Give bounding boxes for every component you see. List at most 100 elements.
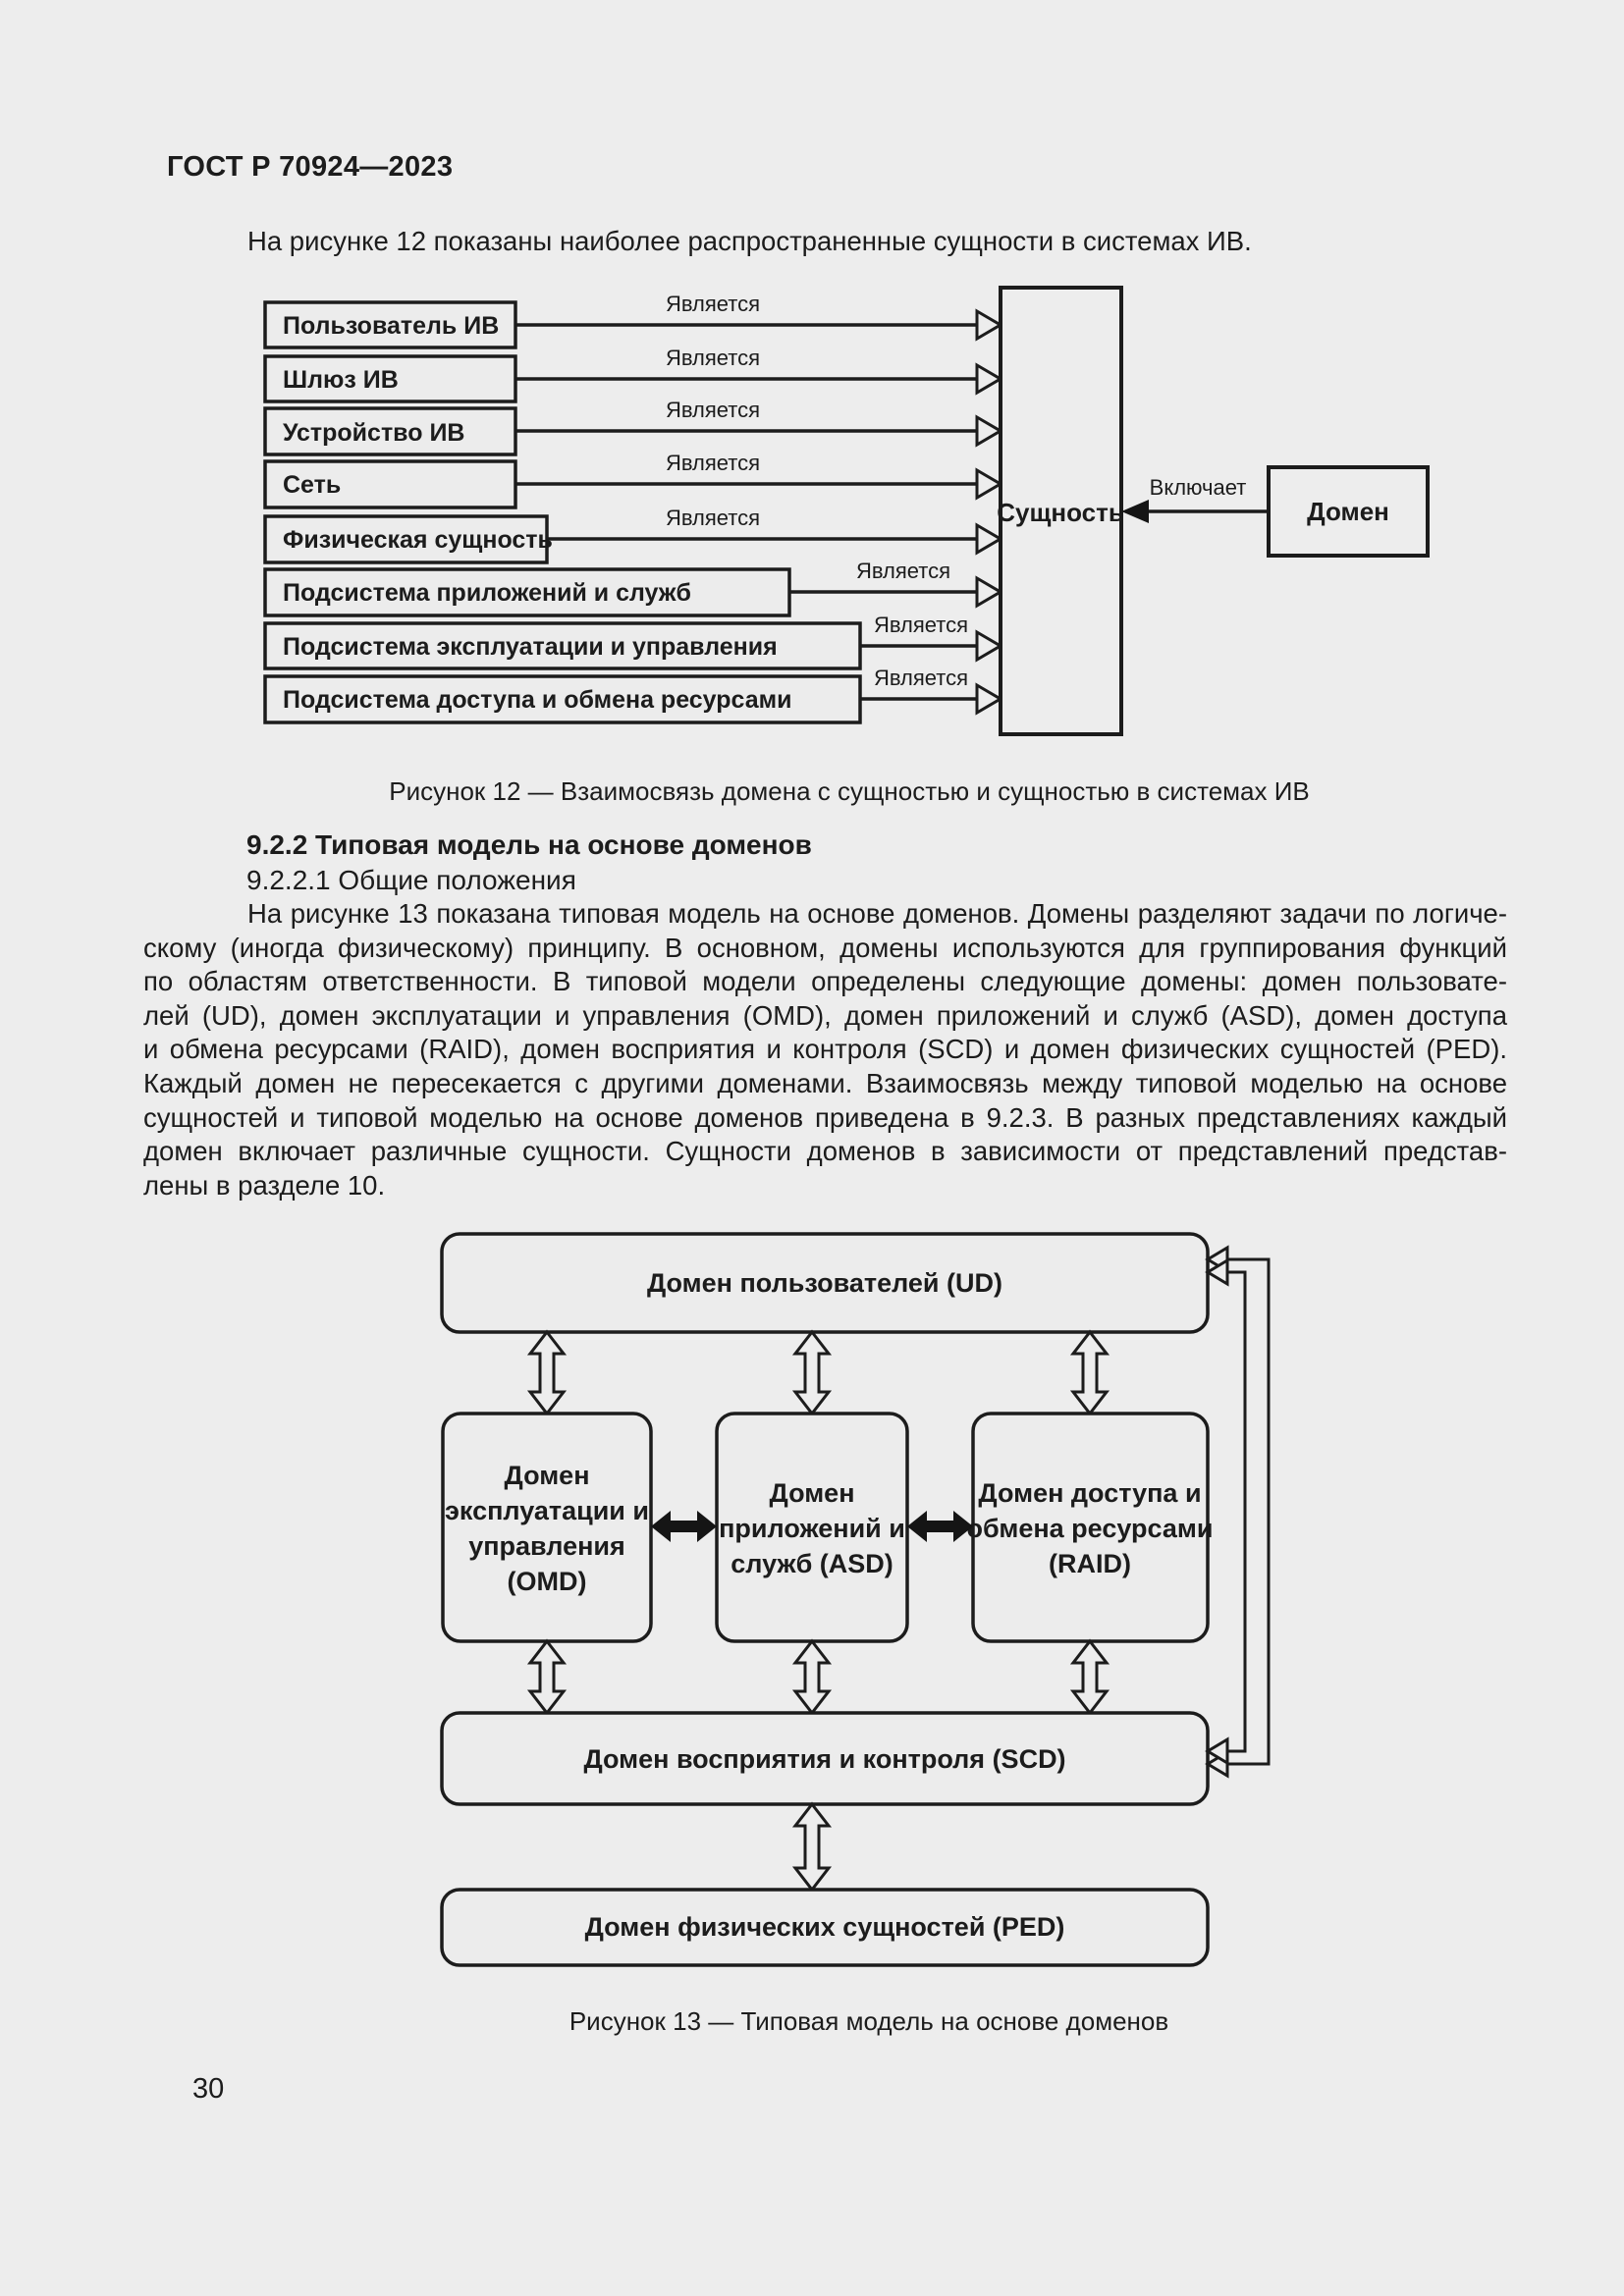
figure-13-diagram: Домен пользователей (UD) Домен эксплуата… <box>440 1232 1271 1967</box>
entity-box-label: Шлюз ИВ <box>283 366 399 394</box>
double-arrow-icon <box>526 1638 568 1716</box>
paragraph-line: по областям ответственности. В типовой м… <box>143 966 1507 997</box>
relation-label: Является <box>874 666 968 690</box>
fig12-row-access-subsystem: Подсистема доступа и обмена ресурсами Яв… <box>263 666 1003 724</box>
omd-domain-label: управления <box>468 1531 625 1561</box>
omd-domain-box <box>441 1412 653 1643</box>
hollow-arrowhead-icon <box>975 308 1003 342</box>
paragraph-line: домен включает различные сущности. Сущно… <box>143 1136 1507 1167</box>
entity-box <box>263 300 517 349</box>
entity-box-label: Устройство ИВ <box>283 419 464 447</box>
fig13-raid-domain: Домен доступа и обмена ресурсами (RAID) <box>967 1412 1214 1643</box>
hollow-arrowhead-icon <box>975 575 1003 609</box>
page-number: 30 <box>192 2073 225 2105</box>
entity-box <box>263 354 517 403</box>
body-paragraph: На рисунке 13 показана типовая модель на… <box>143 897 1507 1202</box>
hollow-arrowhead-icon <box>975 682 1003 716</box>
fig12-entity-node: Сущность <box>997 286 1124 736</box>
double-arrow-icon <box>526 1329 568 1416</box>
figure-12-caption: Рисунок 12 — Взаимосвязь домена с сущнос… <box>389 776 1310 806</box>
intro-paragraph: На рисунке 12 показаны наиболее распрост… <box>247 226 1252 256</box>
raid-domain-label: (RAID) <box>1049 1549 1131 1578</box>
double-arrow-icon <box>1069 1638 1110 1716</box>
entity-box-label: Пользователь ИВ <box>283 312 499 340</box>
section-heading: 9.2.2 Типовая модель на основе доменов <box>246 829 812 860</box>
domain-box-label: Домен <box>1307 497 1389 526</box>
raid-domain-label: Домен доступа и <box>978 1478 1201 1508</box>
fig12-row-user: Пользователь ИВ Является <box>263 292 1003 349</box>
omd-domain-label: эксплуатации и <box>445 1496 649 1525</box>
fig12-row-app-subsystem: Подсистема приложений и служб Является <box>263 559 1003 617</box>
asd-domain-label: приложений и <box>719 1514 905 1543</box>
raid-domain-label: обмена ресурсами <box>967 1514 1214 1543</box>
filled-arrowhead-icon <box>1121 500 1149 523</box>
connector-line <box>1227 1257 1271 1766</box>
entity-aggregate-label: Сущность <box>997 498 1124 527</box>
paragraph-line: Каждый домен не пересекается с другими д… <box>143 1067 1507 1098</box>
entity-aggregate-box <box>999 286 1123 736</box>
entity-box-label: Сеть <box>283 471 341 499</box>
relation-label: Является <box>856 559 950 583</box>
hollow-arrowhead-icon <box>975 467 1003 501</box>
entity-box-label: Физическая сущность <box>283 526 553 554</box>
double-arrow-icon <box>791 1638 833 1716</box>
relation-label: Является <box>666 346 760 370</box>
hollow-arrowhead-icon <box>975 522 1003 556</box>
entity-box-label: Подсистема приложений и служб <box>283 579 691 607</box>
hollow-arrowhead-icon <box>975 362 1003 396</box>
double-arrow-icon <box>791 1329 833 1416</box>
fig13-ud-scd-connector <box>1205 1245 1271 1779</box>
includes-label: Включает <box>1150 475 1247 500</box>
entity-box-label: Подсистема эксплуатации и управления <box>283 633 778 661</box>
figure-13-caption: Рисунок 13 — Типовая модель на основе до… <box>568 2006 1169 2036</box>
fig12-row-network: Сеть Является <box>263 451 1003 509</box>
fig13-scd-domain: Домен восприятия и контроля (SCD) <box>440 1711 1210 1806</box>
connector-line <box>1227 1270 1247 1753</box>
figure-12-diagram: Пользователь ИВ Является Шлюз ИВ Являетс… <box>263 286 1430 736</box>
relation-label: Является <box>874 613 968 637</box>
entity-box <box>263 621 862 670</box>
paragraph-line: лей (UD), домен эксплуатации и управлени… <box>143 999 1507 1031</box>
fig13-omd-domain: Домен эксплуатации и управления (OMD) <box>441 1412 653 1643</box>
entity-box <box>263 459 517 509</box>
entity-box-label: Подсистема доступа и обмена ресурсами <box>283 686 792 714</box>
entity-box <box>263 406 517 456</box>
paragraph-line: сущностей и типовой моделью на основе до… <box>143 1101 1507 1133</box>
fig12-row-ops-subsystem: Подсистема эксплуатации и управления Явл… <box>263 613 1003 670</box>
relation-label: Является <box>666 398 760 422</box>
hollow-arrowhead-icon <box>975 629 1003 663</box>
paragraph-line: скому (иногда физическому) принципу. В о… <box>143 932 1507 963</box>
scd-domain-label: Домен восприятия и контроля (SCD) <box>583 1744 1065 1774</box>
hollow-arrowhead-icon <box>975 414 1003 448</box>
domain-box <box>1267 465 1430 558</box>
double-arrow-icon <box>791 1801 833 1893</box>
fig12-domain-node: Домен Включает <box>1121 465 1430 558</box>
fig13-ped-domain: Домен физических сущностей (PED) <box>440 1888 1210 1967</box>
subsection-heading: 9.2.2.1 Общие положения <box>246 865 576 895</box>
relation-label: Является <box>666 292 760 316</box>
fig13-asd-domain: Домен приложений и служб (ASD) <box>715 1412 909 1643</box>
ped-domain-box <box>440 1888 1210 1967</box>
scd-domain-box <box>440 1711 1210 1806</box>
fig12-row-physical-entity: Физическая сущность Является <box>263 506 1003 564</box>
omd-domain-label: Домен <box>505 1461 590 1490</box>
double-arrow-icon <box>1069 1329 1110 1416</box>
standard-code: ГОСТ Р 70924—2023 <box>167 151 454 183</box>
double-arrow-icon <box>907 1511 973 1542</box>
omd-domain-label: (OMD) <box>508 1567 587 1596</box>
fig13-ud-domain: Домен пользователей (UD) <box>440 1232 1210 1334</box>
fig12-row-device: Устройство ИВ Является <box>263 398 1003 456</box>
hollow-arrowhead-icon <box>1205 1257 1229 1287</box>
relation-label: Является <box>666 506 760 530</box>
paragraph-line: лены в разделе 10. <box>143 1169 386 1201</box>
paragraph-line: На рисунке 13 показана типовая модель на… <box>247 898 1507 929</box>
double-arrow-icon <box>651 1511 717 1542</box>
fig12-row-gateway: Шлюз ИВ Является <box>263 346 1003 403</box>
ud-domain-box <box>440 1232 1210 1334</box>
paragraph-line: и обмена ресурсами (RAID), домен восприя… <box>143 1034 1507 1065</box>
ud-domain-label: Домен пользователей (UD) <box>647 1268 1002 1298</box>
ped-domain-label: Домен физических сущностей (PED) <box>585 1912 1065 1942</box>
asd-domain-label: Домен <box>770 1478 855 1508</box>
asd-domain-label: служб (ASD) <box>731 1549 893 1578</box>
